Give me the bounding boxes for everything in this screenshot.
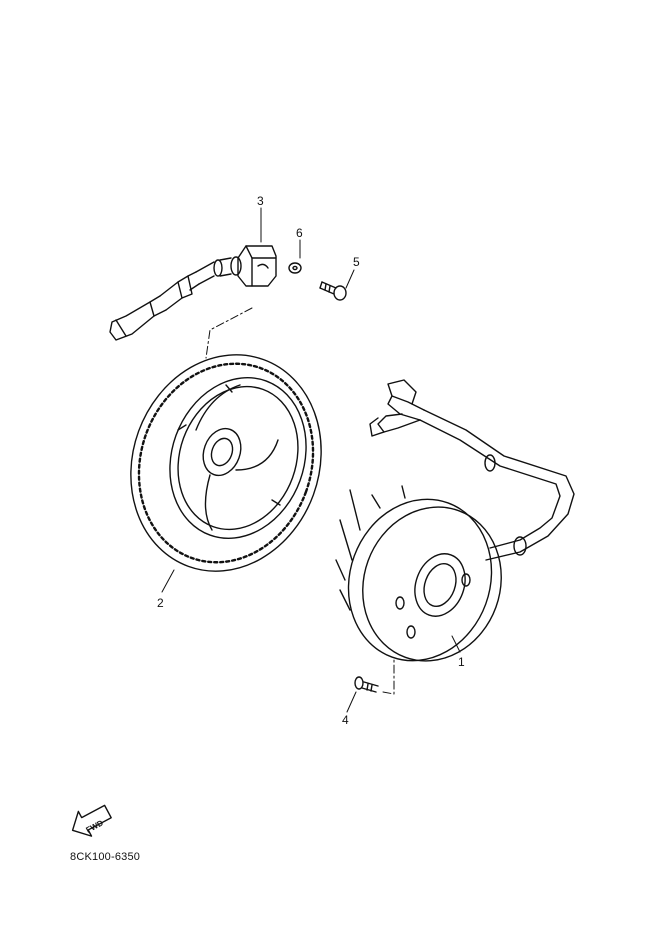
alignment-lines: [205, 307, 395, 695]
part-code: 8CK100-6350: [70, 851, 141, 863]
flywheel-rotor-part: [130, 354, 322, 572]
callout-1: 1: [458, 655, 465, 669]
callout-4: 4: [342, 713, 349, 727]
washer-part: [288, 262, 302, 274]
stator-part: [335, 379, 575, 662]
pickup-coil-part: [109, 245, 277, 341]
bolt-part: [319, 281, 347, 301]
callout-3: 3: [257, 194, 264, 208]
callout-5: 5: [353, 255, 360, 269]
screw-part: [354, 676, 379, 693]
callout-2: 2: [157, 596, 164, 610]
leader-lines: [161, 207, 461, 713]
callout-6: 6: [296, 226, 303, 240]
fwd-arrow-icon: [71, 804, 112, 837]
fwd-label: FWD: [84, 818, 105, 835]
